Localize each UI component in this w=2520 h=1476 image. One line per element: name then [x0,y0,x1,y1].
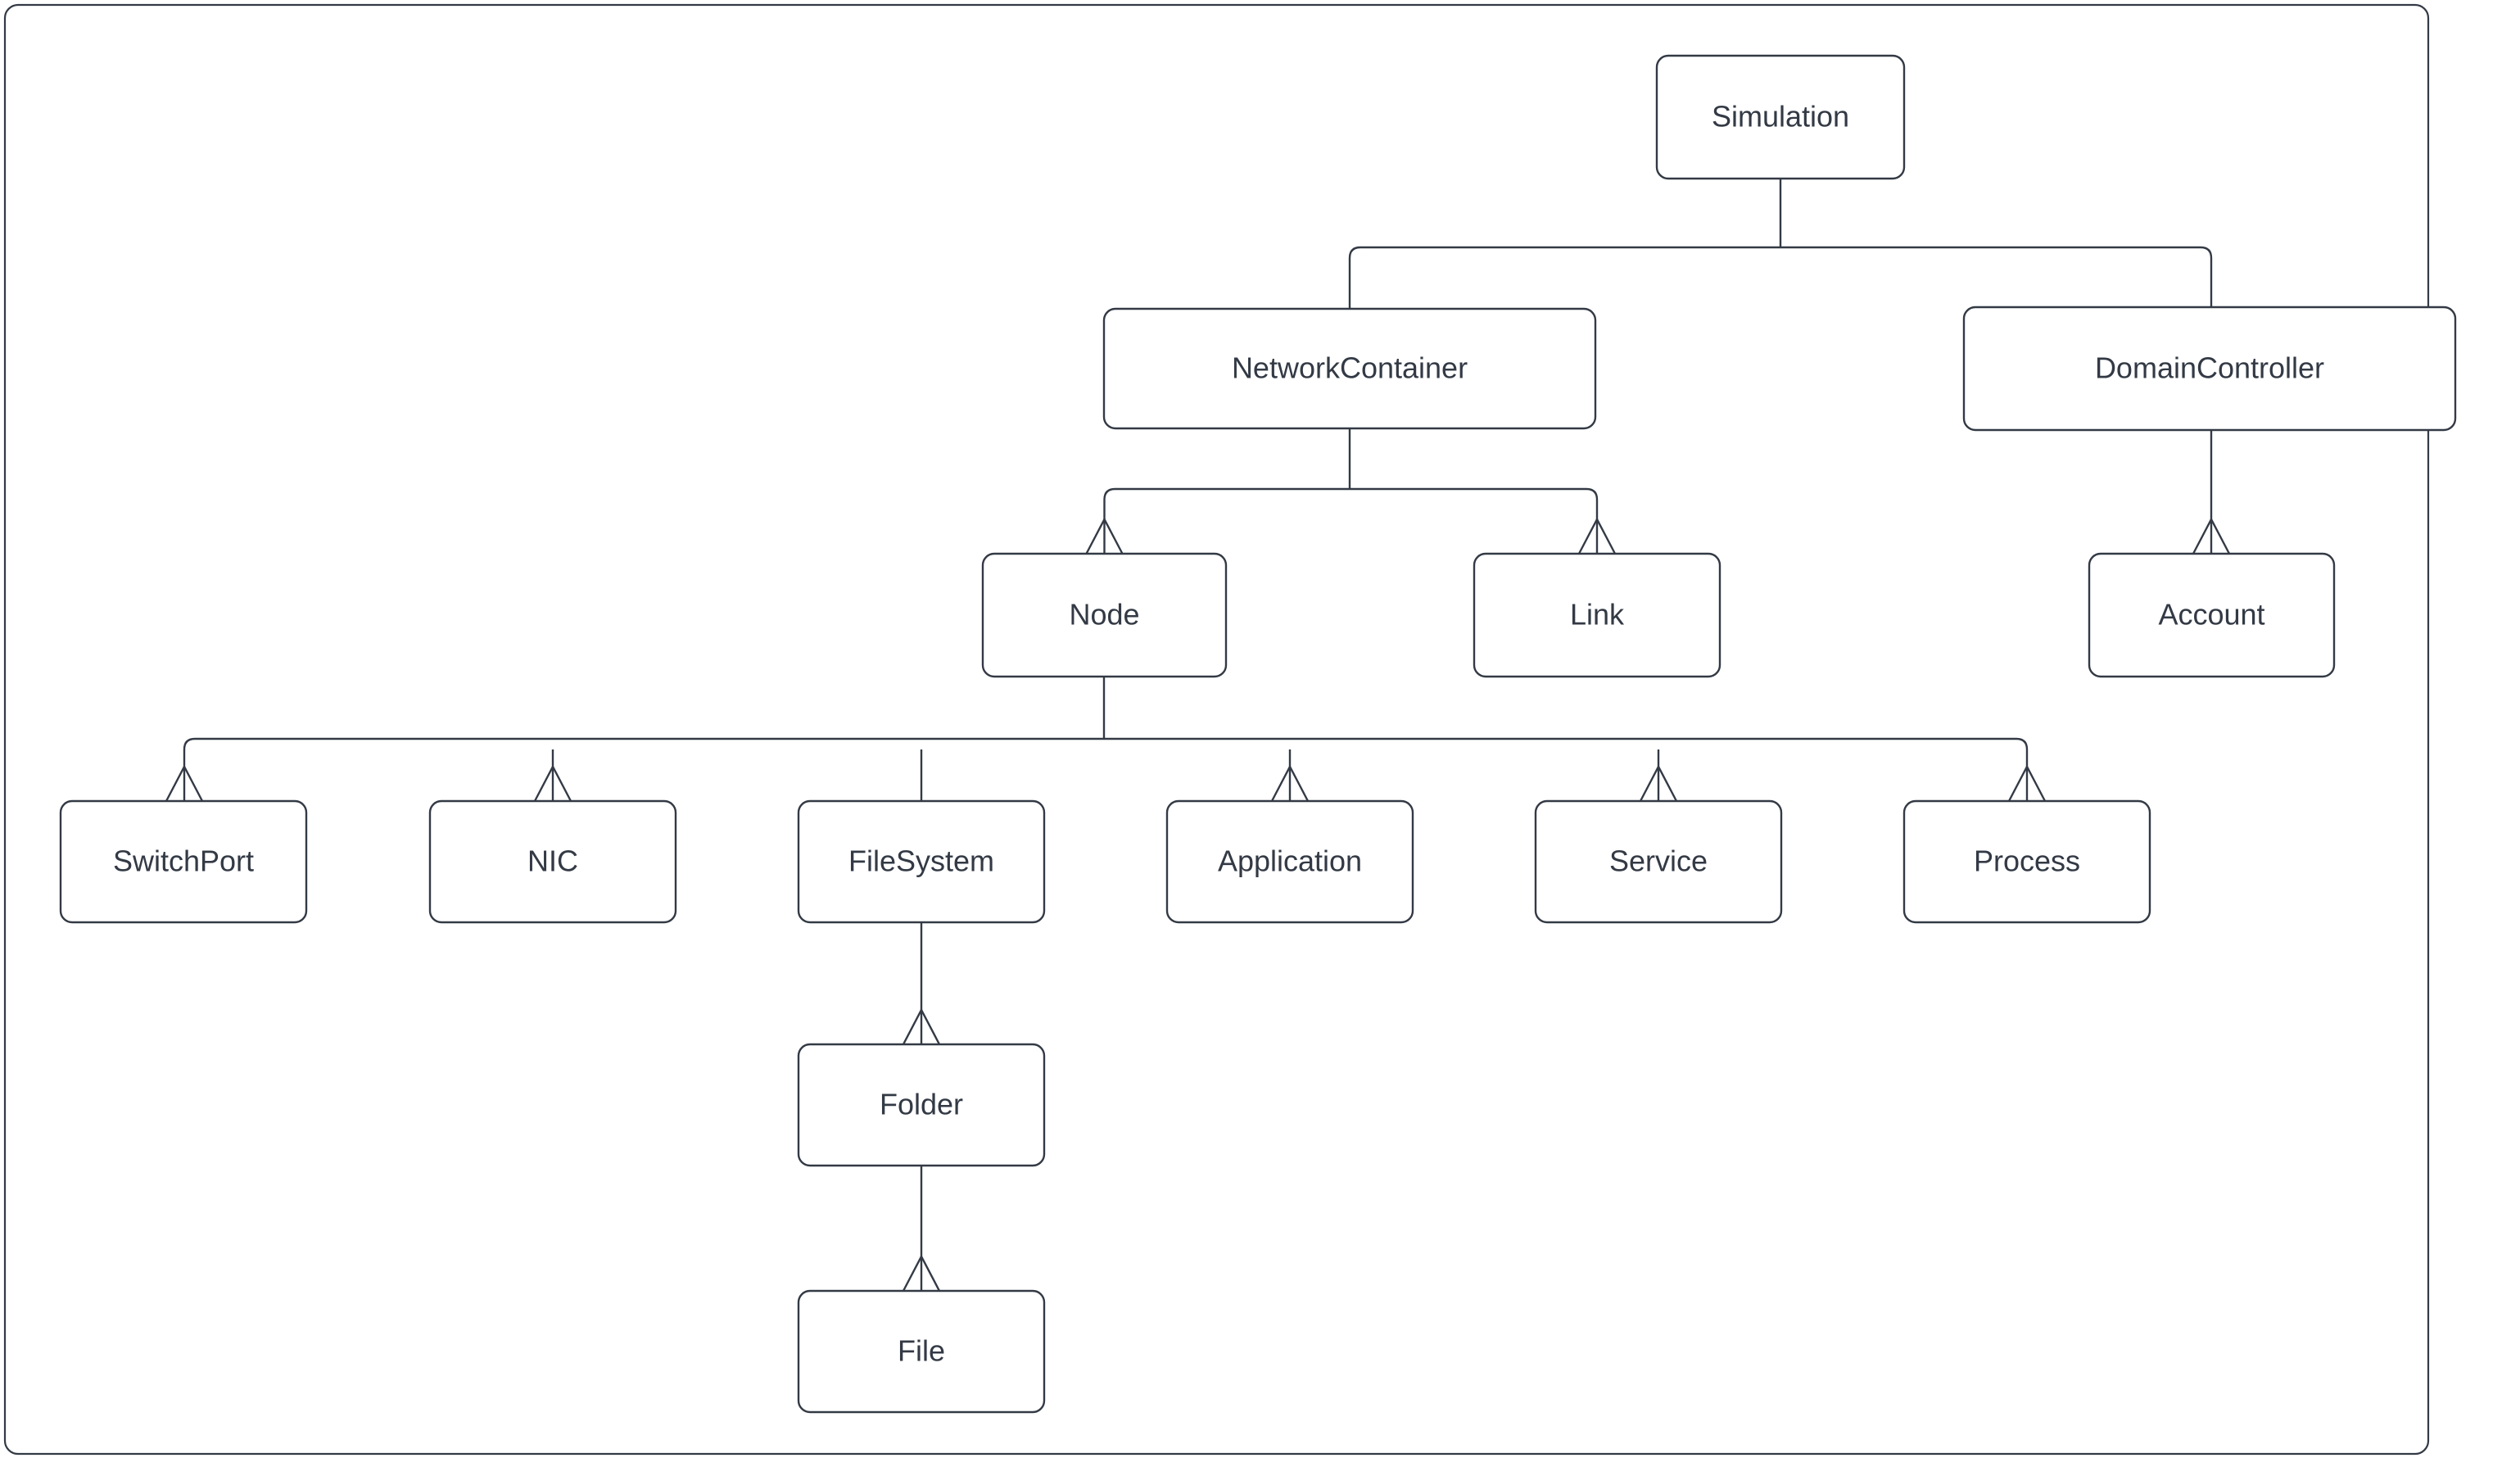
class-node-label-simulation: Simulation [1712,100,1849,134]
edge-networkcontainer-to-node-arrowhead [1085,517,1124,555]
class-node-box-simulation[interactable] [1655,54,1906,180]
class-node-box-file[interactable] [797,1289,1046,1414]
class-node-label-filesystem: FileSystem [848,844,994,878]
class-node-label-nic: NIC [527,844,578,878]
class-node-node[interactable]: Node [981,552,1228,678]
edge-node-to-service-arrowhead [1639,764,1678,802]
class-node-folder[interactable]: Folder [797,1043,1046,1167]
class-node-simulation[interactable]: Simulation [1655,54,1906,180]
class-node-label-account: Account [2158,598,2264,632]
class-node-filesystem[interactable]: FileSystem [797,799,1046,924]
class-node-label-service: Service [1609,844,1708,878]
class-node-label-switchport: SwitchPort [113,844,254,878]
class-node-box-folder[interactable] [797,1043,1046,1167]
class-node-box-link[interactable] [1473,552,1721,678]
edge-node-to-process-arrowhead [2007,764,2047,802]
class-node-networkcontainer[interactable]: NetworkContainer [1102,307,1597,430]
class-node-box-application[interactable] [1165,799,1414,924]
edge-domaincontroller-to-account-arrowhead [2192,517,2231,555]
class-node-service[interactable]: Service [1534,799,1783,924]
class-node-nic[interactable]: NIC [428,799,677,924]
class-node-box-node[interactable] [981,552,1228,678]
class-node-label-file: File [898,1334,945,1368]
edge-networkcontainer-bus [1103,487,1599,500]
class-node-box-service[interactable] [1534,799,1783,924]
class-node-label-folder: Folder [880,1088,963,1121]
edge-networkcontainer-to-link-arrowhead [1577,517,1617,555]
class-node-box-networkcontainer[interactable] [1102,307,1597,430]
class-node-application[interactable]: Application [1165,799,1414,924]
class-node-label-node: Node [1069,598,1139,632]
class-node-label-application: Application [1218,844,1362,878]
class-node-label-link: Link [1570,598,1625,632]
class-node-switchport[interactable]: SwitchPort [59,799,308,924]
edge-filesystem-to-folder-arrowhead [902,1007,941,1045]
edge-node-bus [183,737,2029,750]
edge-node-to-application-arrowhead [1270,764,1310,802]
edge-folder-to-file-arrowhead [902,1254,941,1292]
class-node-box-switchport[interactable] [59,799,308,924]
class-node-account[interactable]: Account [2088,552,2336,678]
class-node-link[interactable]: Link [1473,552,1721,678]
class-node-box-domaincontroller[interactable] [1962,306,2457,432]
edge-node-to-switchport-arrowhead [165,764,204,802]
class-node-box-process[interactable] [1902,799,2151,924]
class-node-label-process: Process [1974,844,2080,878]
class-node-domaincontroller[interactable]: DomainController [1962,306,2457,432]
class-node-box-filesystem[interactable] [797,799,1046,924]
class-node-label-networkcontainer: NetworkContainer [1232,351,1468,385]
class-node-box-nic[interactable] [428,799,677,924]
class-node-file[interactable]: File [797,1289,1046,1414]
class-node-label-domaincontroller: DomainController [2095,351,2324,385]
edge-simulation-bus [1348,246,2213,259]
edges-layer [165,179,2231,1292]
class-node-box-account[interactable] [2088,552,2336,678]
class-node-process[interactable]: Process [1902,799,2151,924]
edge-node-to-nic-arrowhead [533,764,572,802]
diagram-frame [3,3,2430,1456]
